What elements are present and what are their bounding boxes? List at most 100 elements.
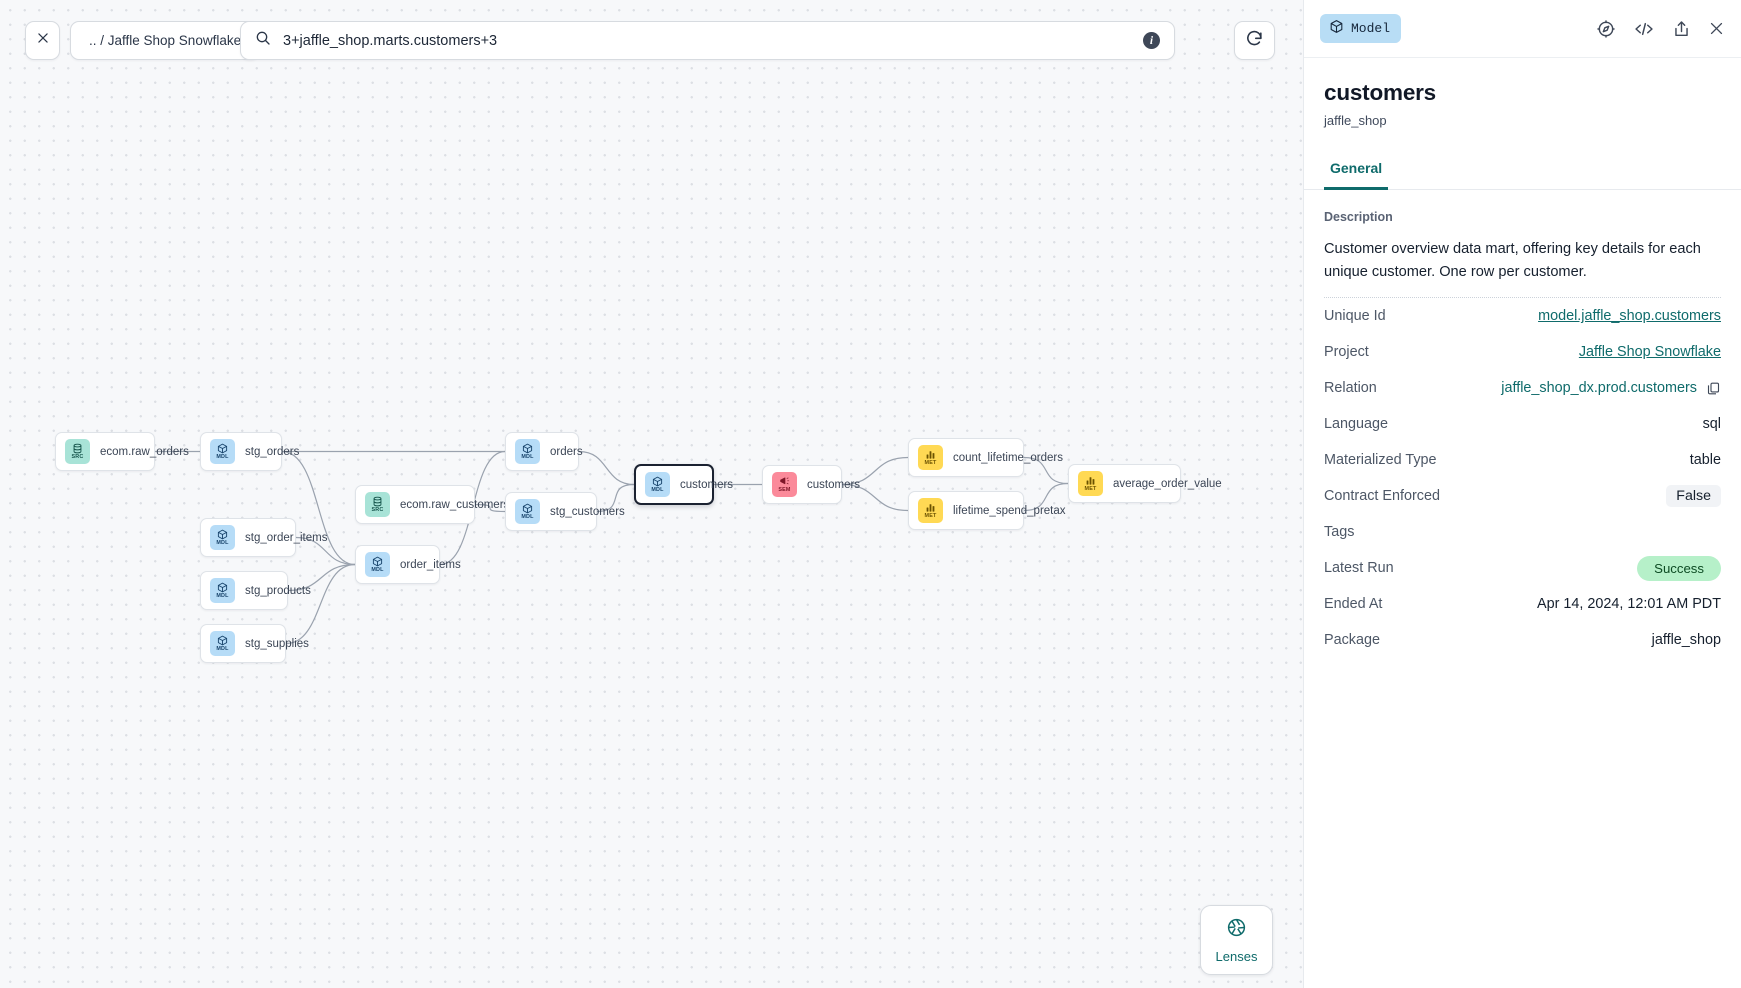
field-row: Latest Run Success — [1324, 550, 1721, 586]
graph-node-label: order_items — [400, 558, 461, 571]
node-type-label: Model — [1351, 21, 1391, 36]
close-panel-icon[interactable] — [1708, 20, 1725, 37]
description-text: Customer overview data mart, offering ke… — [1324, 241, 1701, 280]
graph-node-label: orders — [550, 445, 583, 458]
panel-header: customers jaffle_shop — [1304, 58, 1741, 128]
lenses-button[interactable]: Lenses — [1200, 905, 1273, 975]
field-row: Materialized Type table — [1324, 442, 1721, 478]
graph-node-label: stg_order_items — [245, 531, 328, 544]
cube-icon — [1329, 19, 1344, 38]
panel-body: Description Customer overview data mart,… — [1304, 190, 1741, 988]
graph-node-label: ecom.raw_orders — [100, 445, 189, 458]
src-type-icon: SRC — [365, 492, 390, 517]
field-value-wrap: Success — [1637, 555, 1721, 581]
field-key: Project — [1324, 344, 1369, 361]
graph-node-label: lifetime_spend_pretax — [953, 504, 1066, 517]
copy-icon[interactable] — [1706, 381, 1721, 396]
field-key: Language — [1324, 416, 1389, 433]
mdl-type-icon: MDL — [515, 499, 540, 524]
field-value-wrap: False — [1666, 485, 1721, 508]
edge-stg_supplies-to-order_items — [285, 563, 356, 645]
field-value[interactable]: Jaffle Shop Snowflake — [1578, 344, 1721, 361]
tab-general[interactable]: General — [1324, 156, 1389, 190]
field-key: Ended At — [1324, 596, 1383, 613]
graph-node-orders[interactable]: MDL orders — [505, 432, 583, 471]
graph-node-customers_semantic[interactable]: SEM customers — [762, 465, 860, 504]
field-key: Unique Id — [1324, 308, 1386, 325]
share-icon[interactable] — [1672, 19, 1691, 39]
close-icon — [36, 31, 50, 50]
mdl-type-icon: MDL — [210, 439, 235, 464]
breadcrumb[interactable]: .. / Jaffle Shop Snowflake — [70, 21, 261, 60]
field-row: Relation jaffle_shop_dx.prod.customers — [1324, 370, 1721, 406]
details-panel: Model — [1303, 0, 1741, 988]
field-row: Tags — [1324, 514, 1721, 550]
field-row: Unique Id model.jaffle_shop.customers — [1324, 298, 1721, 334]
graph-node-label: stg_customers — [550, 505, 625, 518]
divider — [1324, 297, 1721, 299]
field-row: Package jaffle_shop — [1324, 622, 1721, 658]
field-value-wrap: table — [1690, 452, 1721, 468]
graph-node-label: stg_products — [245, 584, 311, 597]
field-value: False — [1666, 485, 1721, 508]
graph-node-order_items[interactable]: MDL order_items — [355, 545, 461, 584]
breadcrumb-label: .. / Jaffle Shop Snowflake — [89, 33, 242, 48]
graph-node-label: customers — [807, 478, 861, 491]
field-value-wrap: jaffle_shop — [1652, 632, 1721, 648]
search-input[interactable] — [283, 32, 1143, 49]
field-key: Contract Enforced — [1324, 488, 1440, 505]
mdl-type-icon: MDL — [210, 631, 235, 656]
description-label: Description — [1324, 210, 1393, 224]
field-key: Materialized Type — [1324, 452, 1437, 469]
code-icon[interactable] — [1633, 19, 1655, 39]
field-key: Latest Run — [1324, 560, 1394, 577]
field-value: table — [1689, 452, 1721, 469]
graph-node-stg_products[interactable]: MDL stg_products — [200, 571, 311, 610]
mdl-type-icon: MDL — [645, 472, 670, 497]
graph-node-label: count_lifetime_orders — [953, 451, 1063, 464]
lineage-search[interactable]: i — [240, 21, 1175, 60]
close-lineage-button[interactable] — [25, 21, 60, 60]
field-value[interactable]: model.jaffle_shop.customers — [1538, 308, 1721, 325]
graph-node-customers_model[interactable]: MDL customers — [634, 464, 733, 505]
met-type-icon: MET — [1078, 471, 1103, 496]
field-key: Relation — [1324, 380, 1377, 397]
field-value-wrap: Apr 14, 2024, 12:01 AM PDT — [1537, 596, 1721, 612]
field-key: Tags — [1324, 524, 1355, 541]
graph-node-label: ecom.raw_customers — [400, 498, 510, 511]
mdl-type-icon: MDL — [365, 552, 390, 577]
node-type-badge: Model — [1320, 14, 1402, 43]
graph-node-stg_customers[interactable]: MDL stg_customers — [505, 492, 625, 531]
graph-node-ecom_raw_customers[interactable]: SRC ecom.raw_customers — [355, 485, 509, 524]
info-icon[interactable]: i — [1143, 32, 1160, 49]
field-value: Apr 14, 2024, 12:01 AM PDT — [1537, 596, 1721, 613]
graph-node-ecom_raw_orders[interactable]: SRC ecom.raw_orders — [55, 432, 189, 471]
field-row: Language sql — [1324, 406, 1721, 442]
sem-type-icon: SEM — [772, 472, 797, 497]
graph-node-label: customers — [680, 478, 734, 491]
field-row: Project Jaffle Shop Snowflake — [1324, 334, 1721, 370]
aperture-icon — [1226, 917, 1247, 943]
field-value[interactable]: jaffle_shop_dx.prod.customers — [1501, 380, 1697, 397]
edge-orders-to-customers_model — [578, 450, 635, 486]
refresh-icon — [1245, 29, 1264, 53]
field-value: sql — [1702, 416, 1721, 433]
field-value-wrap: model.jaffle_shop.customers — [1538, 308, 1721, 324]
mdl-type-icon: MDL — [515, 439, 540, 464]
field-key: Package — [1324, 632, 1381, 649]
mdl-type-icon: MDL — [210, 578, 235, 603]
panel-subtitle: jaffle_shop — [1324, 113, 1387, 128]
compass-icon[interactable] — [1596, 19, 1616, 39]
refresh-button[interactable] — [1234, 21, 1275, 60]
field-value-wrap: Jaffle Shop Snowflake — [1579, 344, 1721, 360]
src-type-icon: SRC — [65, 439, 90, 464]
